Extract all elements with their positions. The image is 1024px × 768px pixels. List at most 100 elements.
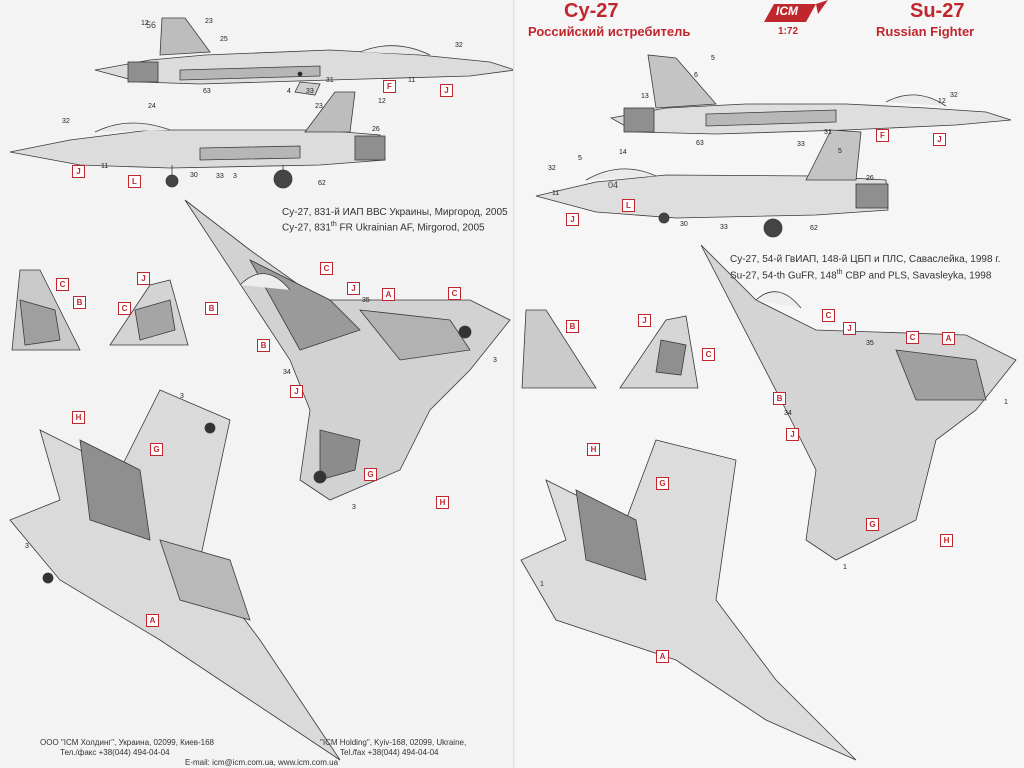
bottom-view — [9, 389, 341, 761]
right-caption-en-sup: th — [836, 269, 843, 276]
decal-marker-g: G — [150, 443, 163, 456]
decal-marker-c: C — [906, 331, 919, 344]
left-page-artwork — [9, 17, 516, 761]
callout-35: 35 — [866, 340, 874, 347]
decal-marker-c: C — [822, 309, 835, 322]
callout-32: 32 — [455, 42, 463, 49]
right-page: Су-27 Российский истребитель Su-27 Russi… — [516, 0, 1024, 768]
side-view-tail-number: 04 — [608, 180, 619, 190]
footer-ru-line2: Тел./факс +38(044) 494-04-04 — [60, 748, 170, 757]
bottom-view — [520, 439, 857, 761]
decal-marker-j: J — [440, 84, 453, 97]
footer-contact: E-mail: icm@icm.com.ua, www.icm.com.ua — [185, 758, 339, 767]
subtitle-ru: Российский истребитель — [528, 24, 691, 39]
callout-30: 30 — [190, 172, 198, 179]
left-caption-en: Су-27, 831th FR Ukrainian AF, Mirgorod, … — [282, 219, 485, 234]
callout-23: 23 — [315, 103, 323, 110]
title-en: Su-27 — [910, 0, 965, 22]
decal-marker-j: J — [137, 272, 150, 285]
footer-en-line2: Tel./fax +38(044) 494-04-04 — [340, 748, 439, 757]
callout-63: 63 — [696, 140, 704, 147]
callout-23: 23 — [205, 18, 213, 25]
decal-marker-h: H — [587, 443, 600, 456]
decal-marker-h: H — [940, 534, 953, 547]
callout-24: 24 — [148, 103, 156, 110]
decal-marker-j: J — [638, 314, 651, 327]
decal-marker-c: C — [702, 348, 715, 361]
callout-3: 3 — [233, 173, 237, 180]
right-caption-ru: Су-27, 54-й ГвИАП, 148-й ЦБП и ПЛС, Сава… — [730, 254, 1001, 265]
decal-marker-j: J — [786, 428, 799, 441]
decal-marker-h: H — [72, 411, 85, 424]
decal-marker-a: A — [942, 332, 955, 345]
logo-text: ICM — [776, 4, 798, 18]
callout-26: 26 — [372, 126, 380, 133]
decal-marker-j: J — [72, 165, 85, 178]
callout-5: 5 — [711, 55, 715, 62]
callout-1: 1 — [540, 581, 544, 588]
callout-62: 62 — [810, 225, 818, 232]
decal-marker-l: L — [128, 175, 141, 188]
left-caption-ru: Су-27, 831-й ИАП ВВС Украины, Миргород, … — [282, 207, 508, 218]
side-view-top — [94, 17, 516, 96]
right-caption-en: Su-27, 54-th GuFR, 148th CBP and PLS, Sa… — [730, 267, 991, 282]
decal-marker-j: J — [347, 282, 360, 295]
decal-marker-b: B — [566, 320, 579, 333]
decal-marker-j: J — [933, 133, 946, 146]
decal-marker-f: F — [383, 80, 396, 93]
callout-26: 26 — [866, 175, 874, 182]
decal-marker-l: L — [622, 199, 635, 212]
decal-marker-g: G — [656, 477, 669, 490]
tail-fin-left — [521, 309, 597, 389]
callout-3: 3 — [493, 357, 497, 364]
decal-marker-c: C — [118, 302, 131, 315]
callout-34: 34 — [283, 369, 291, 376]
callout-3: 3 — [180, 393, 184, 400]
top-view — [184, 199, 511, 501]
tail-fin-left — [11, 269, 81, 351]
decal-marker-a: A — [146, 614, 159, 627]
left-page: 56 Су-27, 831-й ИАП ВВС Украины, Миргоро… — [0, 0, 516, 768]
decal-marker-b: B — [73, 296, 86, 309]
callout-1: 1 — [1004, 399, 1008, 406]
footer-en-line1: "ICM Holding", Kyiv-168, 02099, Ukraine, — [320, 738, 467, 747]
callout-1: 1 — [843, 564, 847, 571]
right-page-artwork — [520, 0, 1017, 761]
side-view-tail-number: 56 — [146, 20, 157, 30]
callout-33: 33 — [306, 88, 314, 95]
decal-marker-g: G — [866, 518, 879, 531]
tail-fin-right — [619, 315, 699, 389]
callout-31: 31 — [326, 77, 334, 84]
decal-marker-j: J — [566, 213, 579, 226]
callout-31: 31 — [824, 129, 832, 136]
decal-marker-a: A — [382, 288, 395, 301]
decal-marker-a: A — [656, 650, 669, 663]
decal-marker-c: C — [320, 262, 333, 275]
side-view-bottom — [535, 129, 889, 238]
subtitle-en: Russian Fighter — [876, 24, 975, 39]
side-view-top — [609, 54, 1012, 135]
callout-30: 30 — [680, 221, 688, 228]
decal-marker-b: B — [773, 392, 786, 405]
decal-marker-c: C — [56, 278, 69, 291]
callout-14: 14 — [619, 149, 627, 156]
side-view-bottom — [9, 91, 386, 189]
decal-marker-j: J — [290, 385, 303, 398]
decal-marker-b: B — [205, 302, 218, 315]
decal-marker-f: F — [876, 129, 889, 142]
callout-11: 11 — [552, 190, 560, 197]
decal-marker-h: H — [436, 496, 449, 509]
callout-11: 11 — [101, 163, 109, 170]
callout-3: 3 — [352, 504, 356, 511]
right-caption-en-pre: Su-27, 54-th GuFR, 148 — [730, 270, 837, 282]
title-ru: Су-27 — [564, 0, 619, 22]
callout-32: 32 — [62, 118, 70, 125]
left-caption-en-sup: th — [330, 221, 337, 228]
callout-3: 3 — [25, 543, 29, 550]
callout-33: 33 — [720, 224, 728, 231]
callout-62: 62 — [318, 180, 326, 187]
tail-fin-right — [109, 279, 189, 346]
callout-12: 12 — [141, 20, 149, 27]
callout-5: 5 — [578, 155, 582, 162]
decal-marker-c: C — [448, 287, 461, 300]
